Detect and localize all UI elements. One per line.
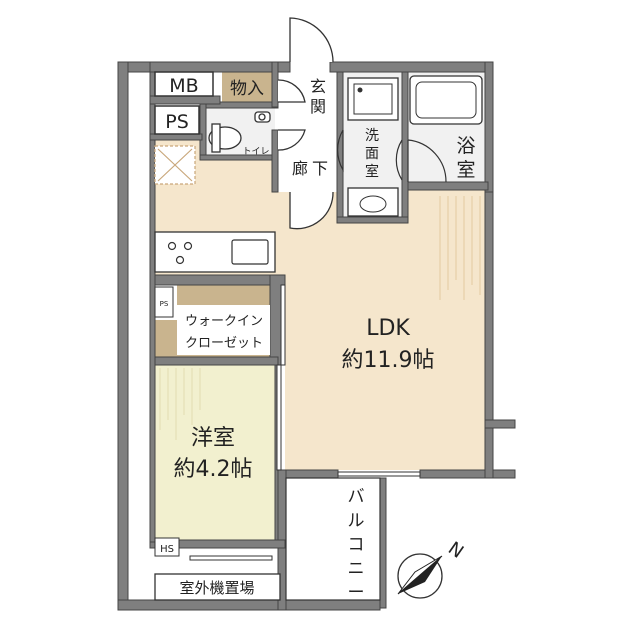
stove-icon (167, 241, 193, 265)
outdoor-unit-space (154, 573, 281, 601)
western-room-name: 洋室 (191, 426, 235, 451)
sink-icon (231, 239, 269, 265)
sliding-doors (189, 284, 421, 561)
balcony-label-2: ル (348, 511, 365, 531)
washroom-label-2: 面 (365, 146, 379, 162)
western-room-floor (155, 362, 278, 540)
wash-basin-bowl (359, 195, 387, 213)
ldk-size: 約11.9帖 (342, 348, 435, 373)
washroom-door (337, 129, 344, 173)
outdoor-unit-label: 室外機置場 (179, 579, 254, 597)
balcony-label-1: バ (348, 487, 365, 507)
ldk-name: LDK (366, 316, 410, 341)
balcony-floor (285, 477, 381, 601)
balcony-label-3: コ (348, 535, 365, 555)
hs-box (154, 537, 180, 557)
drain-icon (357, 87, 363, 93)
washing-machine-inner (353, 83, 393, 115)
mb-label: MB (169, 75, 198, 97)
toilet-label: トイレ (242, 147, 269, 157)
entrance-label-1: 玄 (310, 77, 326, 96)
storage-label: 物入 (230, 79, 264, 99)
washing-machine-pan (347, 77, 399, 121)
toilet-icon (208, 111, 271, 153)
closet-label-2: クローゼット (185, 336, 263, 351)
entrance-label-2: 関 (310, 97, 326, 116)
washroom-door-2 (395, 139, 403, 181)
ps-small-label: PS (160, 300, 169, 308)
ldk-floor (285, 190, 485, 470)
western-floor-sheen (159, 368, 201, 440)
storage-floor (222, 72, 272, 102)
hallway-label-1: 廊 (292, 159, 308, 178)
balcony-label-5: ー (348, 583, 365, 603)
hallway-label-2: 下 (312, 159, 328, 178)
entrance-door (277, 17, 334, 230)
ps-small-box (154, 286, 174, 318)
hs-label: HS (160, 544, 174, 555)
closet-label-bg (177, 305, 270, 355)
closet-floor-step (155, 320, 177, 357)
north-label: N (444, 538, 467, 563)
western-room-size: 約4.2帖 (174, 457, 253, 482)
mb-box (154, 71, 214, 97)
bath-label-1: 浴 (456, 135, 475, 157)
ps-box (154, 105, 200, 135)
bath-door (407, 139, 447, 183)
bathtub (409, 75, 483, 125)
washroom-label-1: 洗 (365, 128, 379, 144)
compass-icon (397, 553, 443, 599)
closet-label-1: ウォークイン (185, 314, 263, 329)
kitchen-counter (154, 231, 276, 273)
washroom-label-3: 室 (365, 163, 379, 180)
ps-label: PS (165, 111, 189, 133)
bath-label-2: 室 (456, 159, 475, 181)
balcony-label-4: ニ (348, 559, 365, 579)
ldk-floor-sheen (439, 196, 481, 300)
refrigerator-cross-icon (157, 148, 193, 182)
bathtub-inner (415, 81, 477, 119)
